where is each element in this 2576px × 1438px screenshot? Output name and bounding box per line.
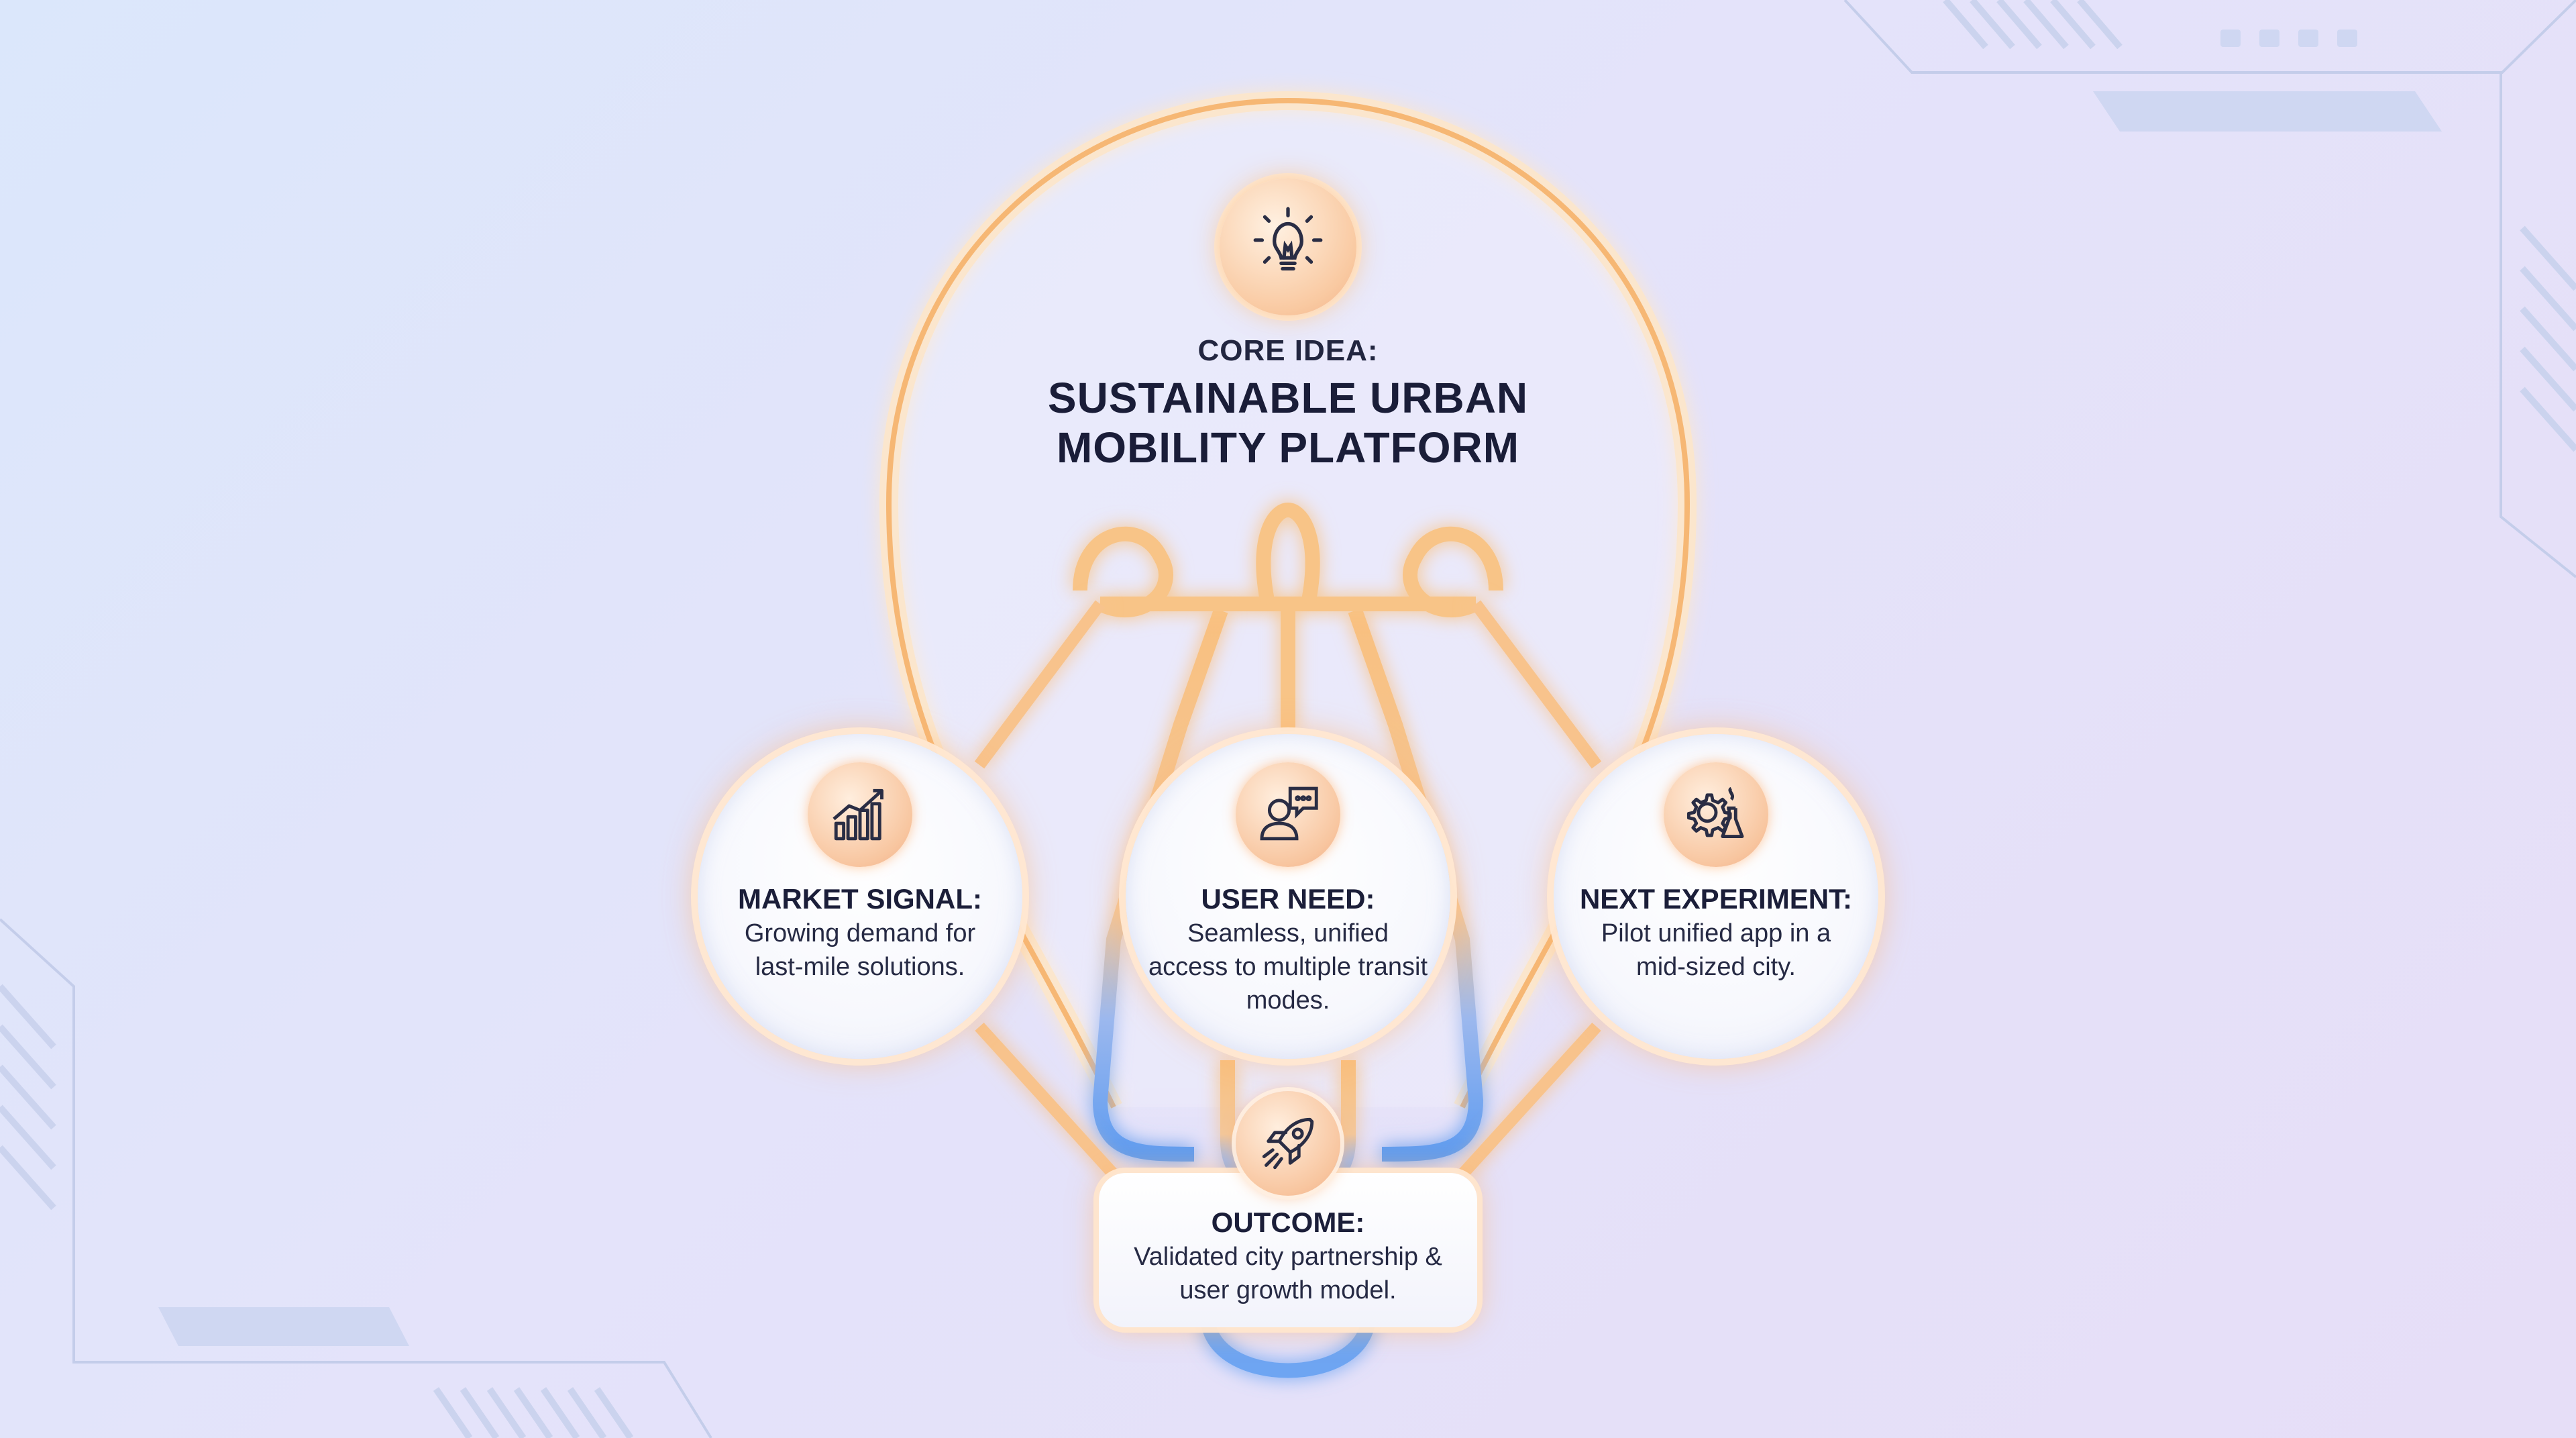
outcome-text: Validated city partnership & user growth…: [1134, 1243, 1442, 1304]
next-experiment-node: NEXT EXPERIMENT: Pilot unified app in a …: [1554, 734, 1878, 1059]
market-signal-text: Growing demand for last-mile solutions.: [744, 919, 976, 981]
connector-lines: [974, 600, 1602, 1179]
next-experiment-heading: NEXT EXPERIMENT:: [1579, 883, 1853, 915]
gear-flask-icon: [1664, 762, 1768, 867]
user-need-text: Seamless, unified access to multiple tra…: [1148, 919, 1428, 1015]
outcome-box: OUTCOME: Validated city partnership & us…: [1099, 1173, 1477, 1327]
market-signal-heading: MARKET SIGNAL:: [738, 883, 982, 915]
next-experiment-text: Pilot unified app in a mid-sized city.: [1601, 919, 1831, 981]
rocket-icon: [1236, 1091, 1340, 1196]
growth-chart-icon: [808, 762, 912, 867]
outcome-heading: OUTCOME:: [1211, 1206, 1365, 1238]
market-signal-node: MARKET SIGNAL: Growing demand for last-m…: [698, 734, 1022, 1059]
filament-loops: [1073, 502, 1503, 731]
core-idea-title: SUSTAINABLE URBAN MOBILITY PLATFORM: [919, 373, 1657, 472]
user-chat-icon: [1236, 762, 1340, 867]
core-title-line-2: MOBILITY PLATFORM: [1056, 423, 1520, 472]
core-idea-label: CORE IDEA:: [1197, 334, 1379, 367]
lightbulb-icon: [1220, 178, 1356, 315]
core-title-line-1: SUSTAINABLE URBAN: [1047, 374, 1529, 422]
user-need-node: USER NEED: Seamless, unified access to m…: [1126, 734, 1450, 1059]
user-need-heading: USER NEED:: [1201, 883, 1375, 915]
